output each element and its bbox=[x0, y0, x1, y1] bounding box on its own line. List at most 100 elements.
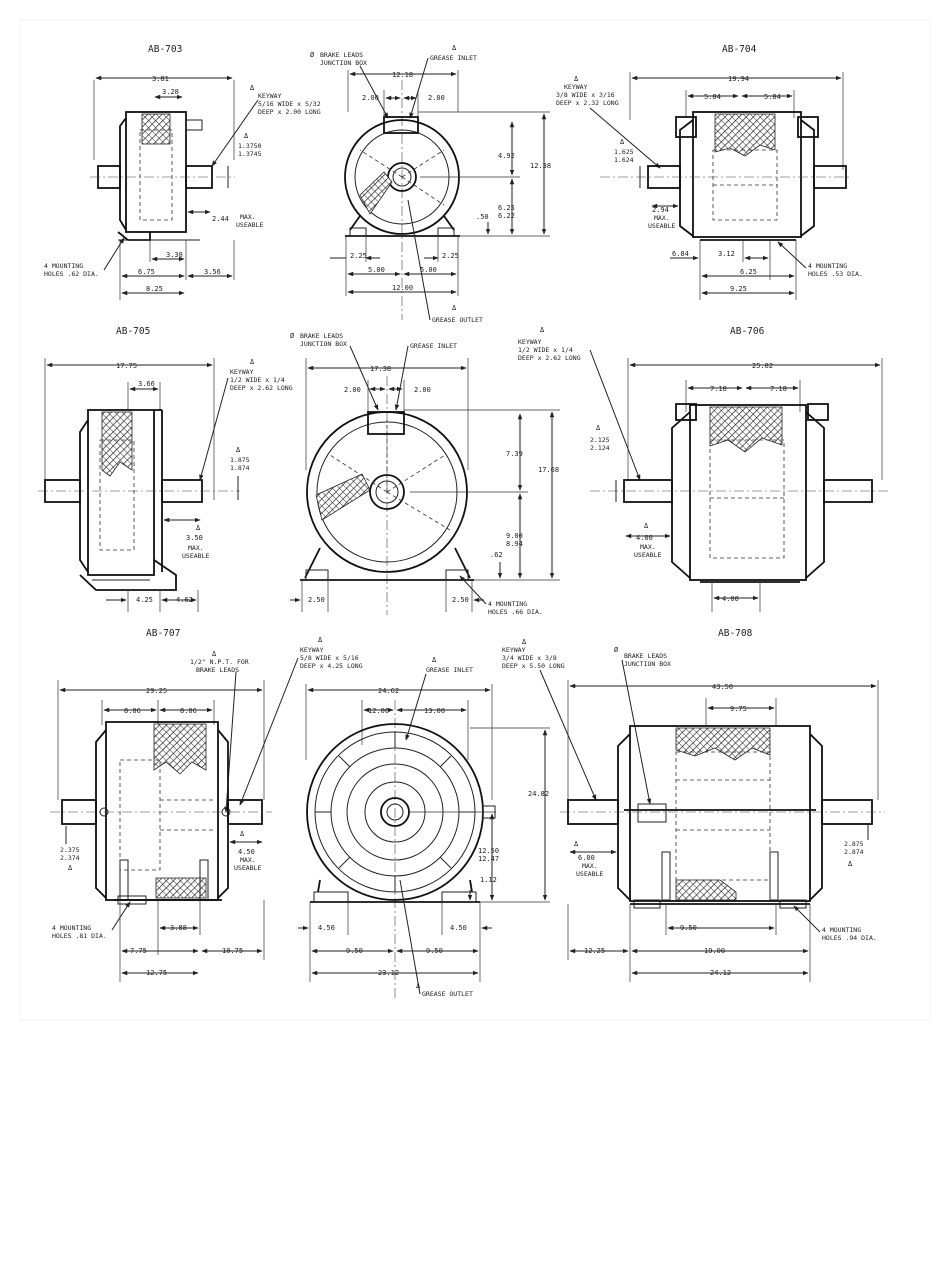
ab703-dim-675: 6.75 bbox=[138, 268, 155, 276]
ab705f-r200: 2.00 bbox=[414, 386, 431, 394]
ab707-title: AB-707 bbox=[146, 628, 180, 639]
ab703-useable-note-1: MAX. bbox=[240, 213, 256, 221]
ab705f-h1768: 17.68 bbox=[538, 466, 559, 474]
ab705f-b250l: 2.50 bbox=[308, 596, 325, 604]
ab705f-phi: Ø bbox=[290, 332, 295, 340]
ab703-keyway-1: KEYWAY bbox=[258, 92, 282, 100]
ab705-keyway-3: DEEP x 2.62 LONG bbox=[230, 384, 293, 392]
ab707f-b450l: 4.50 bbox=[318, 924, 335, 932]
ab707-holes-1: 4 MOUNTING bbox=[52, 924, 91, 932]
ab708-title: AB-708 bbox=[718, 628, 753, 639]
ab707f-delta: Δ bbox=[318, 636, 323, 644]
ab703-side-view: AB-703 3.81 3.28 3.38 6.75 3.56 8.25 bbox=[44, 44, 321, 300]
ab708-d2412: 24.12 bbox=[710, 969, 731, 977]
ab703f-delta-2: Δ bbox=[452, 304, 457, 312]
ab704-keyway-2: 3/8 WIDE x 3/16 bbox=[556, 91, 615, 99]
ab704-useable-note-1: MAX. bbox=[654, 214, 670, 222]
ab707f-h1250-2: 12.47 bbox=[478, 855, 499, 863]
ab703-useable: 2.44 bbox=[212, 215, 229, 223]
ab703-dim-825: 8.25 bbox=[146, 285, 163, 293]
ab708-delta: Δ bbox=[522, 638, 527, 646]
ab703-dim-356: 3.56 bbox=[204, 268, 221, 276]
ab707-front-view: Δ KEYWAY 5/8 WIDE x 5/16 DEEP x 4.25 LON… bbox=[239, 636, 550, 1000]
ab708-useable-note-2: USEABLE bbox=[576, 870, 603, 878]
ab704-holes-1: 4 MOUNTING bbox=[808, 262, 847, 270]
ab705-shaft-dia-2: 1.874 bbox=[230, 464, 250, 472]
ab705f-holes-2: HOLES .66 DIA. bbox=[488, 608, 543, 616]
ab703f-h50: .50 bbox=[476, 213, 489, 221]
ab708-d1900: 19.00 bbox=[704, 947, 725, 955]
ab705-useable-note-2: USEABLE bbox=[182, 552, 209, 560]
ab705f-h739: 7.39 bbox=[506, 450, 523, 458]
ab707f-keyway-3: DEEP x 4.25 LONG bbox=[300, 662, 363, 670]
ab704-keyway-1: KEYWAY bbox=[564, 83, 588, 91]
ab706-side-view: AB-706 25.82 Δ KEYWAY 1/2 WIDE x 1/4 DEE… bbox=[518, 326, 890, 612]
ab706-shaft-dia-1: 2.125 bbox=[590, 436, 610, 444]
ab708-d1225: 12.25 bbox=[584, 947, 605, 955]
ab703-dim-338: 3.38 bbox=[166, 251, 183, 259]
ab703-front-view: Ø BRAKE LEADS JUNCTION BOX Δ GREASE INLE… bbox=[310, 44, 551, 324]
ab705-overall: 17.75 bbox=[116, 362, 137, 370]
ab703-overall-dim: 3.81 bbox=[152, 75, 169, 83]
ab707f-b2312: 23.12 bbox=[378, 969, 399, 977]
ab708-brake-1: BRAKE LEADS bbox=[624, 652, 667, 660]
ab706-keyway-3: DEEP x 2.62 LONG bbox=[518, 354, 581, 362]
ab703f-b500l: 5.00 bbox=[368, 266, 385, 274]
ab703f-brake-1: BRAKE LEADS bbox=[320, 51, 363, 59]
ab708-useable: 6.00 bbox=[578, 854, 595, 862]
ab708-overall: 43.50 bbox=[712, 683, 733, 691]
ab707-useable-note-1: MAX. bbox=[240, 856, 256, 864]
ab705f-h900-2: 8.94 bbox=[506, 540, 523, 548]
ab708-keyway-1: KEYWAY bbox=[502, 646, 526, 654]
ab706-shaft-dia-2: 2.124 bbox=[590, 444, 610, 452]
ab707f-delta-2: Δ bbox=[432, 656, 437, 664]
ab706-keyway-1: KEYWAY bbox=[518, 338, 542, 346]
ab703f-phi: Ø bbox=[310, 51, 315, 59]
ab708-side-view: AB-708 Δ KEYWAY 3/4 WIDE x 3/8 DEEP x 5.… bbox=[502, 628, 885, 982]
ab706-d718l: 7.18 bbox=[710, 385, 727, 393]
ab706-d400: 4.00 bbox=[722, 595, 739, 603]
ab707-d388: 3.88 bbox=[170, 924, 187, 932]
ab703-delta-2: Δ bbox=[244, 132, 249, 140]
ab704-overall: 19.94 bbox=[728, 75, 749, 83]
ab708-useable-note-1: MAX. bbox=[582, 862, 598, 870]
ab705-d425: 4.25 bbox=[136, 596, 153, 604]
ab703f-h492: 4.92 bbox=[498, 152, 515, 160]
ab704-shaft-dia-1: 1.625 bbox=[614, 148, 634, 156]
ab707f-r1300: 13.00 bbox=[424, 707, 445, 715]
ab704-useable: 2.94 bbox=[652, 206, 669, 214]
ab707-holes-2: HOLES .81 DIA. bbox=[52, 932, 107, 940]
ab707-d1075: 10.75 bbox=[222, 947, 243, 955]
ab707-overall: 29.25 bbox=[146, 687, 167, 695]
ab707-side-view: AB-707 Δ 1/2" N.P.T. FOR BRAKE LEADS 29.… bbox=[50, 628, 272, 982]
ab704-holes-2: HOLES .53 DIA. bbox=[808, 270, 863, 278]
ab708-d975: 9.75 bbox=[730, 705, 747, 713]
ab705f-b250r: 2.50 bbox=[452, 596, 469, 604]
ab704-d584r: 5.84 bbox=[764, 93, 781, 101]
ab707f-h1250-1: 12.50 bbox=[478, 847, 499, 855]
ab705-delta-2: Δ bbox=[236, 446, 241, 454]
ab707f-grease-inlet: GREASE INLET bbox=[426, 666, 473, 674]
ab703f-l200: 2.00 bbox=[362, 94, 379, 102]
ab707-useable: 4.50 bbox=[238, 848, 255, 856]
ab707f-l1200: 12.00 bbox=[368, 707, 389, 715]
ab704-side-view: AB-704 19.94 Δ KEYWAY 3/8 WIDE x 3/16 DE… bbox=[556, 44, 863, 300]
ab703-title: AB-703 bbox=[148, 44, 182, 55]
ab703f-w1218: 12.18 bbox=[392, 71, 413, 79]
ab707f-b450r: 4.50 bbox=[450, 924, 467, 932]
ab704-useable-note-2: USEABLE bbox=[648, 222, 675, 230]
ab704-shaft-dia-2: 1.624 bbox=[614, 156, 634, 164]
ab704-d584l: 5.84 bbox=[704, 93, 721, 101]
ab703-holes-1: 4 MOUNTING bbox=[44, 262, 83, 270]
ab708-keyway-2: 3/4 WIDE x 3/8 bbox=[502, 654, 557, 662]
ab705-shaft-dia-1: 1.875 bbox=[230, 456, 250, 464]
ab707-delta-3: Δ bbox=[240, 830, 245, 838]
ab703-dim-328: 3.28 bbox=[162, 88, 179, 96]
ab703-keyway-3: DEEP x 2.00 LONG bbox=[258, 108, 321, 116]
ab707-shaft-dia-2: 2.374 bbox=[60, 854, 80, 862]
ab705-d462: 4.62 bbox=[176, 596, 193, 604]
ab704-keyway-3: DEEP x 2.32 LONG bbox=[556, 99, 619, 107]
ab703f-r200: 2.00 bbox=[428, 94, 445, 102]
ab703f-grease-outlet: GREASE OUTLET bbox=[432, 316, 483, 324]
ab705-delta: Δ bbox=[250, 358, 255, 366]
